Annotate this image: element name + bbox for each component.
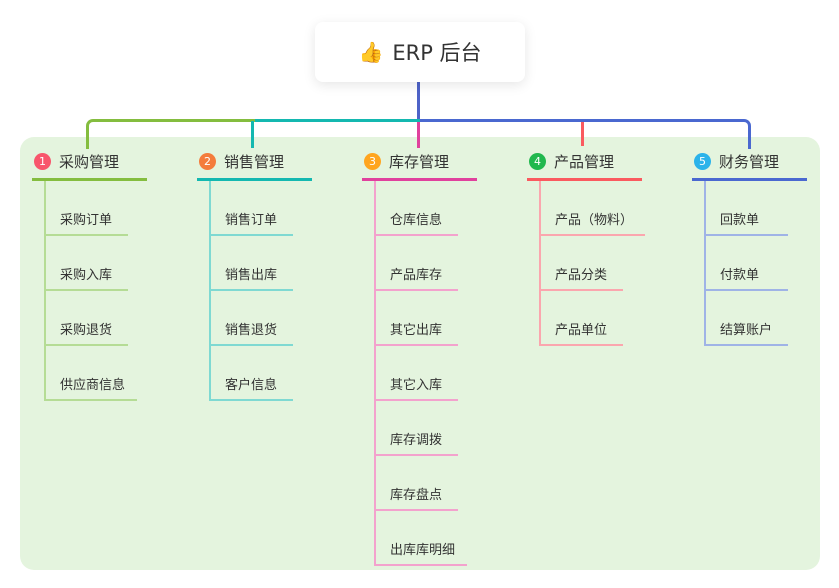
branches-panel	[20, 137, 820, 570]
branch-label: 销售管理	[224, 153, 285, 171]
branch-column-2: 2 销售管理销售订单销售出库销售退货客户信息	[197, 148, 347, 401]
branch-node-5[interactable]: 5 财务管理	[692, 148, 807, 181]
branch-number-badge: 4	[529, 153, 546, 170]
child-node[interactable]: 供应商信息	[46, 346, 138, 401]
child-node[interactable]: 库存调拨	[376, 401, 458, 456]
branch-children: 产品（物料）产品分类产品单位	[539, 181, 677, 346]
branch-node-1[interactable]: 1 采购管理	[32, 148, 147, 181]
child-node[interactable]: 销售出库	[211, 236, 293, 291]
connector-drop-sales	[251, 121, 254, 148]
connector-segment-finance	[420, 119, 751, 149]
child-node[interactable]: 仓库信息	[376, 181, 458, 236]
branch-column-4: 4 产品管理产品（物料）产品分类产品单位	[527, 148, 677, 346]
branch-column-3: 3 库存管理仓库信息产品库存其它出库其它入库库存调拨库存盘点出库库明细	[362, 148, 512, 566]
child-node[interactable]: 产品库存	[376, 236, 458, 291]
child-node[interactable]: 客户信息	[211, 346, 293, 401]
child-node[interactable]: 采购退货	[46, 291, 128, 346]
root-node[interactable]: 👍 ERP 后台	[315, 22, 525, 82]
branch-node-4[interactable]: 4 产品管理	[527, 148, 642, 181]
branch-column-1: 1 采购管理采购订单采购入库采购退货供应商信息	[32, 148, 182, 401]
connector-segment-sales	[255, 119, 420, 122]
branch-node-3[interactable]: 3 库存管理	[362, 148, 477, 181]
branch-number-badge: 3	[364, 153, 381, 170]
root-node-label: ERP 后台	[392, 41, 482, 65]
branch-label: 产品管理	[554, 153, 615, 171]
root-connector-line	[417, 81, 420, 121]
branch-number-badge: 2	[199, 153, 216, 170]
child-node[interactable]: 其它入库	[376, 346, 458, 401]
branch-children: 销售订单销售出库销售退货客户信息	[209, 181, 347, 401]
branch-column-5: 5 财务管理回款单付款单结算账户	[692, 148, 839, 346]
branch-children: 仓库信息产品库存其它出库其它入库库存调拨库存盘点出库库明细	[374, 181, 512, 566]
child-node[interactable]: 采购入库	[46, 236, 128, 291]
connector-drop-product	[581, 122, 584, 146]
connector-segment-purchase	[86, 119, 255, 149]
thumbs-up-icon: 👍	[358, 40, 384, 64]
child-node[interactable]: 产品单位	[541, 291, 623, 346]
child-node[interactable]: 其它出库	[376, 291, 458, 346]
child-node[interactable]: 产品（物料）	[541, 181, 646, 236]
child-node[interactable]: 产品分类	[541, 236, 623, 291]
branch-node-2[interactable]: 2 销售管理	[197, 148, 312, 181]
branch-label: 采购管理	[59, 153, 120, 171]
child-node[interactable]: 采购订单	[46, 181, 128, 236]
branch-number-badge: 1	[34, 153, 51, 170]
child-node[interactable]: 回款单	[706, 181, 788, 236]
branch-label: 库存管理	[389, 153, 450, 171]
child-node[interactable]: 库存盘点	[376, 456, 458, 511]
child-node[interactable]: 出库库明细	[376, 511, 468, 566]
branch-number-badge: 5	[694, 153, 711, 170]
branch-label: 财务管理	[719, 153, 780, 171]
branch-children: 采购订单采购入库采购退货供应商信息	[44, 181, 182, 401]
child-node[interactable]: 结算账户	[706, 291, 788, 346]
connector-drop-inventory	[417, 122, 420, 148]
child-node[interactable]: 付款单	[706, 236, 788, 291]
child-node[interactable]: 销售订单	[211, 181, 293, 236]
branch-children: 回款单付款单结算账户	[704, 181, 839, 346]
child-node[interactable]: 销售退货	[211, 291, 293, 346]
